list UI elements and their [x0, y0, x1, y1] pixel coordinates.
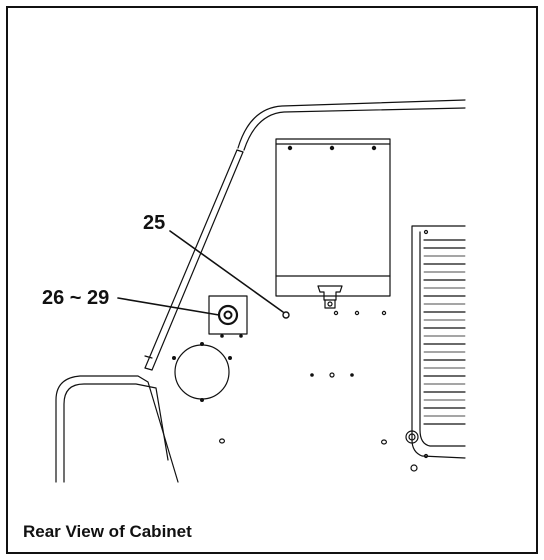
side-strut-outer — [144, 149, 238, 369]
grille-frame-inner — [419, 231, 466, 447]
callout-label-26-29: 26 ~ 29 — [42, 287, 110, 309]
frame-border — [6, 6, 538, 554]
upper-panel — [275, 138, 391, 297]
side-strut-cap — [236, 149, 244, 153]
cabinet-top-edge — [237, 99, 466, 149]
connector-inner — [223, 310, 233, 320]
cabinet-top-edge-inner — [243, 107, 466, 151]
valve-fitting — [317, 285, 343, 301]
side-strut-bottom — [144, 355, 153, 371]
leader-line-26-29 — [117, 297, 220, 316]
leader-line-25 — [169, 230, 284, 313]
diagram-caption: Rear View of Cabinet — [23, 522, 192, 541]
screw-hole-25 — [282, 311, 290, 319]
left-panel-outline — [55, 375, 179, 483]
connector-mount — [208, 295, 248, 335]
left-panel-inner — [63, 383, 169, 483]
side-strut-inner — [151, 151, 244, 371]
callout-label-25: 25 — [143, 212, 166, 234]
